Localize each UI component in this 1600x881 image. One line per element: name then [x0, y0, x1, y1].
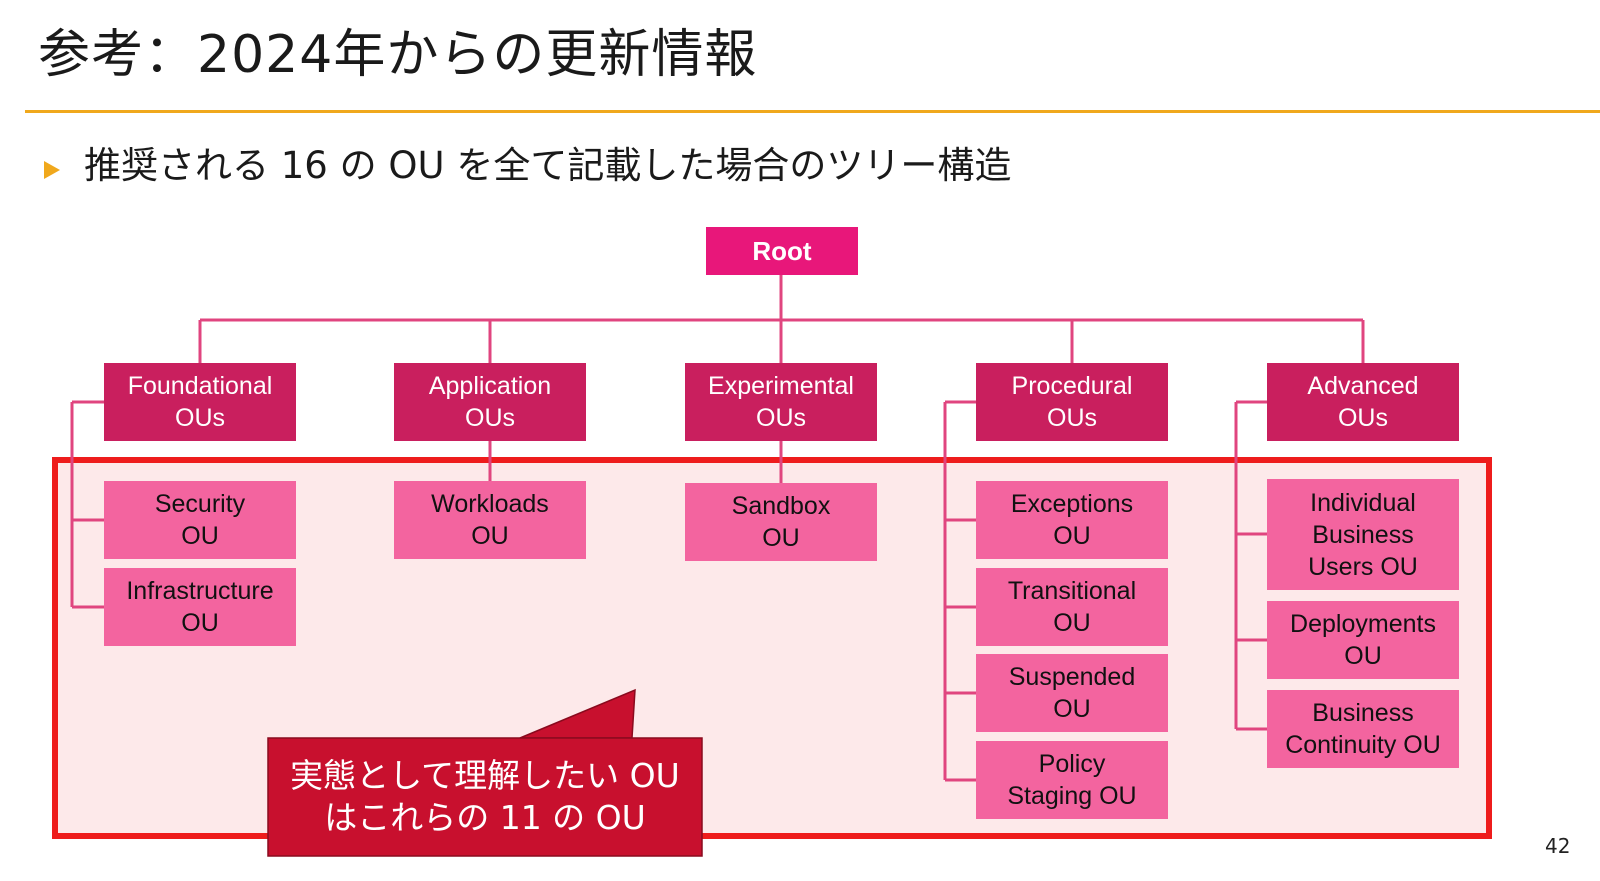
category-advanced-node: Advanced OUs	[1267, 363, 1459, 441]
callout-pointer	[519, 688, 636, 739]
leaf-sandbox-ou-node: Sandbox OU	[685, 483, 877, 561]
leaf-suspended-ou-node: Suspended OU	[976, 654, 1168, 732]
leaf-transitional-ou-node: Transitional OU	[976, 568, 1168, 646]
callout-box	[267, 737, 703, 857]
leaf-deployments-ou-node: Deployments OU	[1267, 601, 1459, 679]
category-procedural-node: Procedural OUs	[976, 363, 1168, 441]
leaf-workloads-ou-node: Workloads OU	[394, 481, 586, 559]
leaf-exceptions-ou-node: Exceptions OU	[976, 481, 1168, 559]
callout-line-1: 実態として理解したい OU	[290, 756, 680, 795]
leaf-individual-business-users-ou-node: Individual Business Users OU	[1267, 479, 1459, 590]
leaf-business-continuity-ou-node: Business Continuity OU	[1267, 690, 1459, 768]
tree-root-node: Root	[706, 227, 858, 275]
callout-line-2: はこれらの 11 の OU	[324, 798, 646, 837]
leaf-infrastructure-ou-node: Infrastructure OU	[104, 568, 296, 646]
leaf-security-ou-node: Security OU	[104, 481, 296, 559]
leaf-policy-staging-ou-node: Policy Staging OU	[976, 741, 1168, 819]
slide-subtitle: 推奨される 16 の OU を全て記載した場合のツリー構造	[84, 144, 1012, 187]
slide-title: 参考：2024年からの更新情報	[38, 25, 758, 85]
callout: 実態として理解したい OU はこれらの 11 の OU	[268, 738, 702, 856]
title-divider	[25, 110, 1600, 113]
connector-lines	[70, 275, 1365, 782]
bullet-triangle-icon	[44, 161, 60, 179]
category-experimental-node: Experimental OUs	[685, 363, 877, 441]
category-foundational-node: Foundational OUs	[104, 363, 296, 441]
page-number: 42	[1545, 834, 1571, 858]
category-application-node: Application OUs	[394, 363, 586, 441]
